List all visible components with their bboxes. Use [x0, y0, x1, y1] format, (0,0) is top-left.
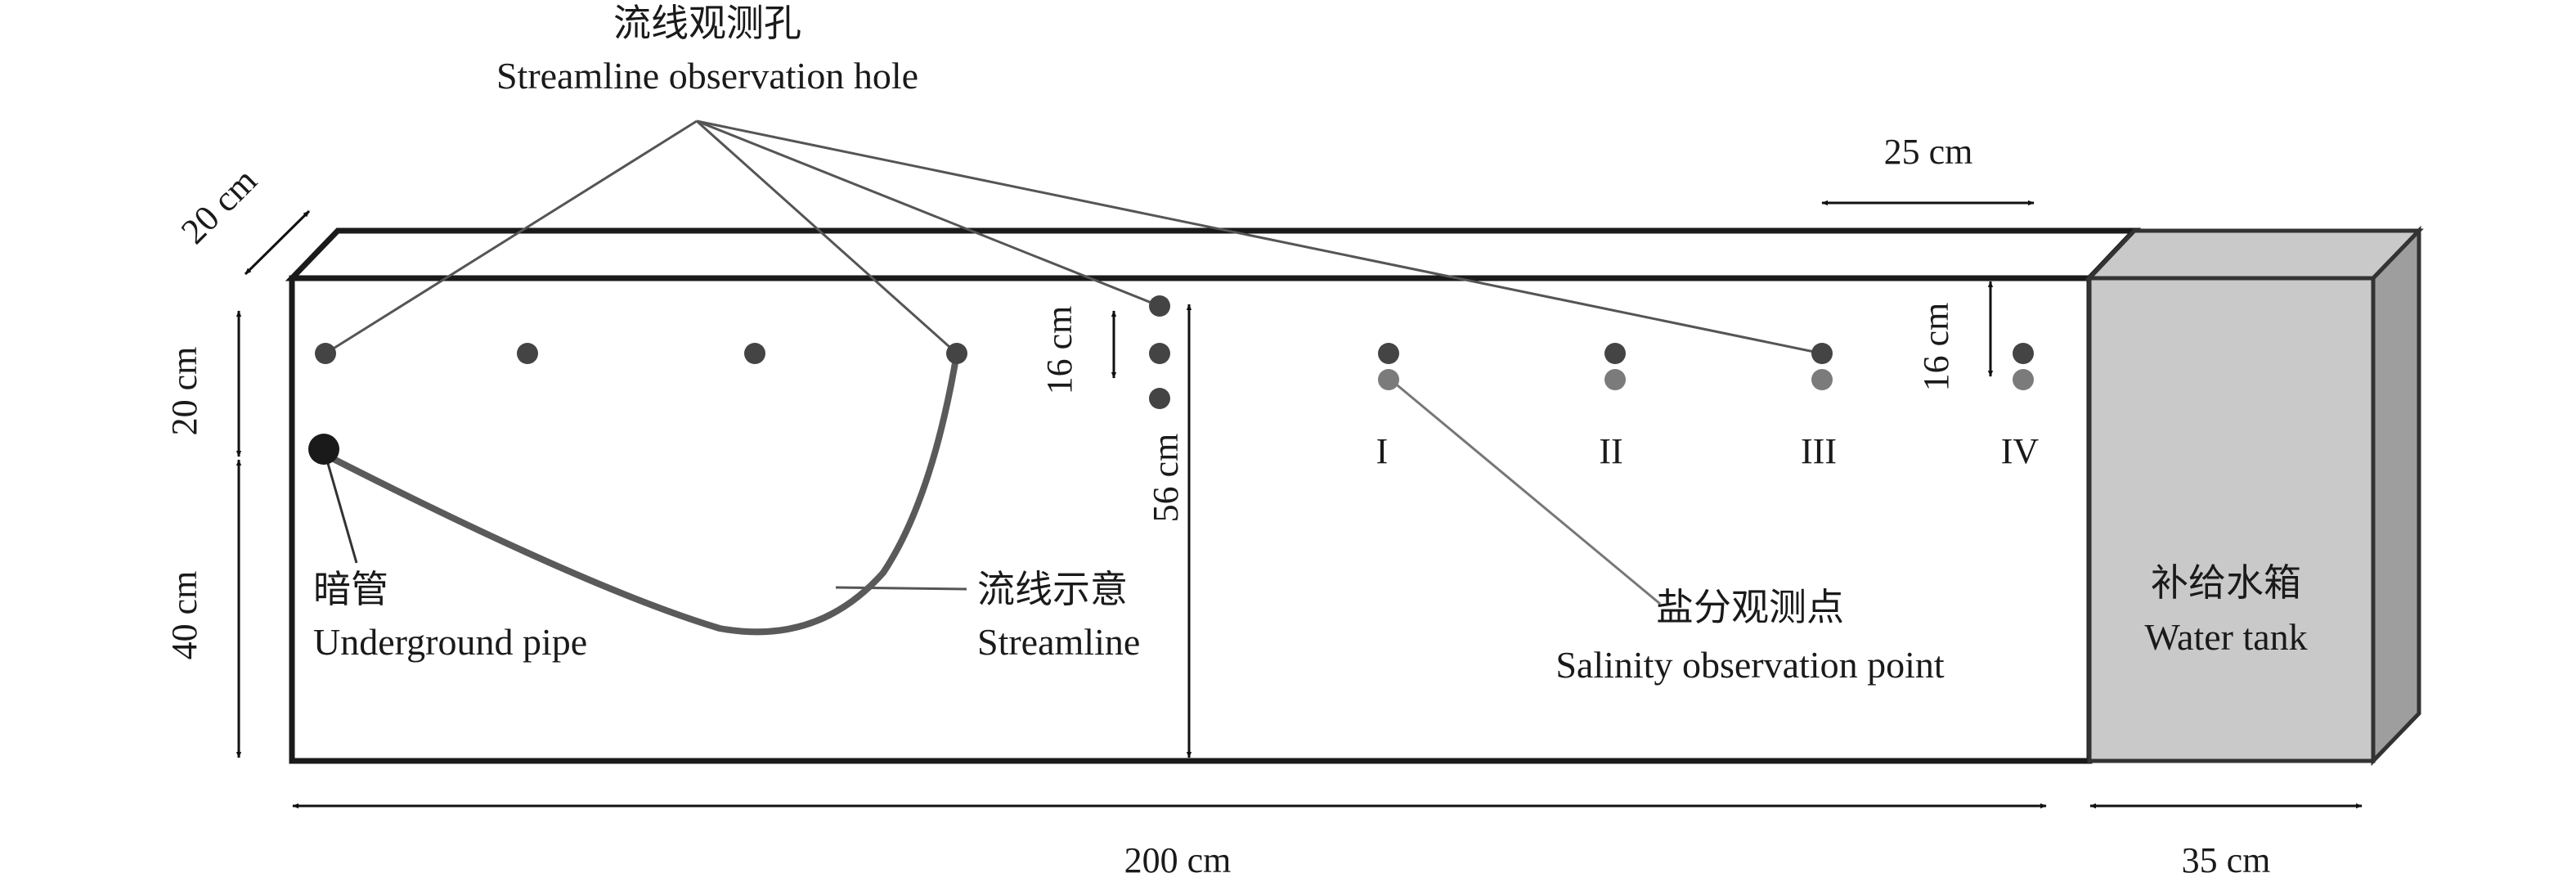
hole-1: [315, 343, 336, 364]
hole-gap-label-2: 16 cm: [1916, 303, 1956, 392]
tank-label-zh: 补给水箱: [2151, 562, 2301, 604]
point-label-1: I: [1376, 431, 1389, 471]
depth-arrow: [244, 209, 311, 276]
streamline-label-en: Streamline: [977, 621, 1140, 663]
lower-height-label: 40 cm: [164, 571, 204, 660]
salinity-label-en: Salinity observation point: [1555, 644, 1945, 686]
streamline-holes: [315, 295, 1170, 409]
pipe-label-en: Underground pipe: [313, 621, 587, 663]
hole-5: [1149, 295, 1170, 317]
underground-pipe: [308, 434, 339, 465]
hole-gap-label-1: 16 cm: [1039, 306, 1079, 395]
hole-3: [744, 343, 765, 364]
hole-4: [946, 343, 967, 364]
hole-leader-lines: [325, 119, 1823, 355]
tank-label-en: Water tank: [2144, 616, 2307, 658]
upper-height-label: 20 cm: [164, 347, 204, 436]
streamline-leader-line: [835, 586, 967, 591]
hole-2: [517, 343, 538, 364]
salinity-points: [1378, 343, 2034, 390]
streamline-hole-label-zh: 流线观测孔: [613, 2, 801, 44]
spacing-label: 25 cm: [1884, 132, 1973, 172]
height-label: 56 cm: [1146, 434, 1186, 523]
hole-7: [1149, 388, 1170, 409]
point-label-4: IV: [2001, 431, 2040, 471]
pipe-label-zh: 暗管: [313, 569, 388, 610]
tank-width-label: 35 cm: [2182, 840, 2271, 880]
point-label-3: III: [1801, 431, 1837, 471]
length-label: 200 cm: [1124, 840, 1232, 880]
depth-label: 20 cm: [173, 160, 265, 252]
streamline-curve: [322, 350, 960, 636]
streamline-label-zh: 流线示意: [977, 569, 1128, 610]
hole-6: [1149, 343, 1170, 364]
point-label-2: II: [1599, 431, 1622, 471]
pipe-leader-line: [324, 454, 358, 564]
water-tank: [2085, 225, 2424, 767]
salinity-label-zh: 盐分观测点: [1656, 587, 1844, 628]
salinity-leader-line: [1388, 376, 1661, 605]
streamline-hole-label-en: Streamline observation hole: [496, 55, 918, 97]
